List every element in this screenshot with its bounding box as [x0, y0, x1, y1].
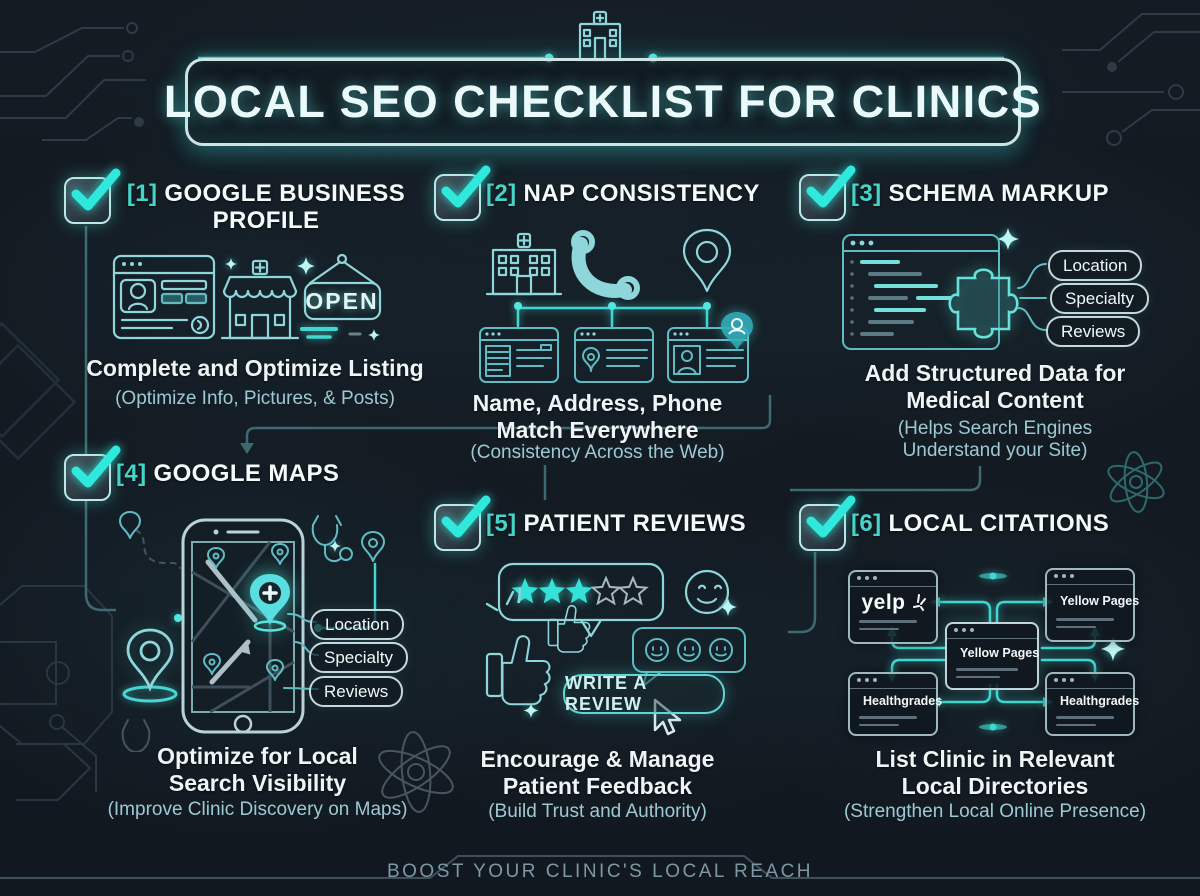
checkbox-checked-6[interactable]: [799, 495, 856, 551]
star-filled-icon: [511, 578, 539, 604]
open-sign: OPEN: [300, 253, 382, 341]
phone-icon: [571, 230, 640, 300]
nap-illustration: [479, 228, 753, 383]
hospital-icon: [574, 10, 626, 62]
section-nap-consistency: [2]NAP CONSISTENCY: [430, 165, 765, 472]
yelp-logo: yelp: [861, 591, 906, 614]
section-subtitle: List Clinic in Relevant Local Directorie…: [875, 746, 1115, 799]
maps-pill-location: Location: [310, 609, 405, 640]
patient-reviews-illustration: [485, 562, 746, 736]
section-note: (Consistency Across the Web): [470, 442, 725, 463]
smiley-icon: [684, 569, 730, 615]
section-google-maps: [4]GOOGLE MAPS: [60, 445, 455, 842]
thumbs-up-icon: [485, 587, 551, 706]
section-note: (Build Trust and Authority): [488, 801, 707, 822]
footer-tagline: BOOST YOUR CLINIC'S LOCAL REACH: [386, 861, 814, 882]
section-title: [1]GOOGLE BUSINESS PROFILE: [126, 180, 406, 234]
directory-card-yellow-pages-center: Yellow Pages: [945, 622, 1039, 690]
section-title: [4]GOOGLE MAPS: [116, 460, 340, 487]
section-title: [3]SCHEMA MARKUP: [851, 180, 1109, 207]
star-empty-icon: [617, 575, 649, 606]
checkbox-checked-1[interactable]: [64, 168, 121, 224]
location-pin-icon: [119, 511, 141, 539]
section-subtitle: Name, Address, Phone Match Everywhere: [472, 390, 723, 443]
hospital-icon: [485, 232, 563, 296]
svg-text:OPEN: OPEN: [305, 288, 378, 314]
section-note: (Improve Clinic Discovery on Maps): [107, 799, 408, 820]
stethoscope-icon: [311, 515, 353, 563]
section-subtitle: Encourage & Manage Patient Feedback: [480, 746, 715, 799]
emoji-feedback-bubble: [632, 627, 746, 687]
cursor-icon: [653, 698, 682, 736]
browser-profile-icon: [112, 254, 216, 340]
schema-pill-specialty: Specialty: [1050, 283, 1149, 314]
star-rating-bubble: [497, 562, 665, 638]
stethoscope-icon: [121, 719, 151, 752]
section-subtitle: Optimize for Local Search Visibility: [157, 743, 358, 796]
location-pin-icon: [361, 531, 385, 562]
section-subtitle: Complete and Optimize Listing: [86, 355, 424, 381]
clinic-storefront-icon: [220, 259, 300, 340]
listing-card-icon: [574, 327, 654, 383]
section-local-citations: [6]LOCAL CITATIONS: [795, 495, 1195, 837]
directory-card-healthgrades: Healthgrades: [1045, 672, 1139, 736]
checkbox-checked-4[interactable]: [64, 445, 121, 501]
schema-illustration: [842, 234, 1047, 350]
section-note: (Strengthen Local Online Presence): [843, 801, 1147, 822]
directory-card-yellow-pages: Yellow Pages: [1045, 568, 1139, 642]
write-review-button[interactable]: WRITE A REVIEW: [563, 673, 725, 714]
section-schema-markup: [3]SCHEMA MARKUP: [795, 165, 1195, 472]
location-pin-icon: [682, 228, 732, 293]
yelp-burst-icon: [912, 594, 926, 611]
title-banner: LOCAL SEO CHECKLIST FOR CLINICS: [164, 58, 1041, 146]
section-title: [5]PATIENT REVIEWS: [486, 510, 747, 537]
listing-card-icon: [479, 327, 559, 383]
schema-pill-reviews: Reviews: [1046, 316, 1141, 347]
page-title: LOCAL SEO CHECKLIST FOR CLINICS: [163, 76, 1043, 127]
section-patient-reviews: [5]PATIENT REVIEWS: [430, 495, 765, 837]
section-title: [2]NAP CONSISTENCY: [486, 180, 760, 207]
puzzle-icon: [948, 268, 1019, 339]
star-filled-icon: [538, 578, 566, 604]
google-business-illustration: OPEN: [112, 253, 382, 341]
directory-card-yelp: yelp: [848, 570, 938, 644]
person-pin-badge: [721, 312, 753, 350]
star-empty-icon: [590, 575, 622, 606]
maps-pill-specialty: Specialty: [309, 642, 408, 673]
section-note: (Helps Search Engines Understand your Si…: [897, 418, 1093, 462]
section-google-business-profile: [1]GOOGLE BUSINESS PROFILE: [60, 168, 450, 445]
checkbox-checked-3[interactable]: [799, 165, 856, 221]
google-maps-illustration: [119, 511, 385, 752]
location-pin-icon: [122, 628, 178, 703]
section-title: [6]LOCAL CITATIONS: [851, 510, 1110, 537]
section-subtitle: Add Structured Data for Medical Content: [864, 360, 1126, 413]
directory-card-healthgrades: Healthgrades: [848, 672, 942, 736]
checkbox-checked-5[interactable]: [434, 495, 491, 551]
section-note: (Optimize Info, Pictures, & Posts): [115, 388, 395, 409]
star-filled-icon: [565, 578, 593, 604]
thumbs-up-icon: [547, 604, 591, 653]
maps-pill-reviews: Reviews: [309, 676, 404, 707]
code-window-icon: [842, 234, 1000, 350]
smartphone-map-icon: [181, 518, 305, 734]
schema-pill-location: Location: [1048, 250, 1143, 281]
checkbox-checked-2[interactable]: [434, 165, 491, 221]
